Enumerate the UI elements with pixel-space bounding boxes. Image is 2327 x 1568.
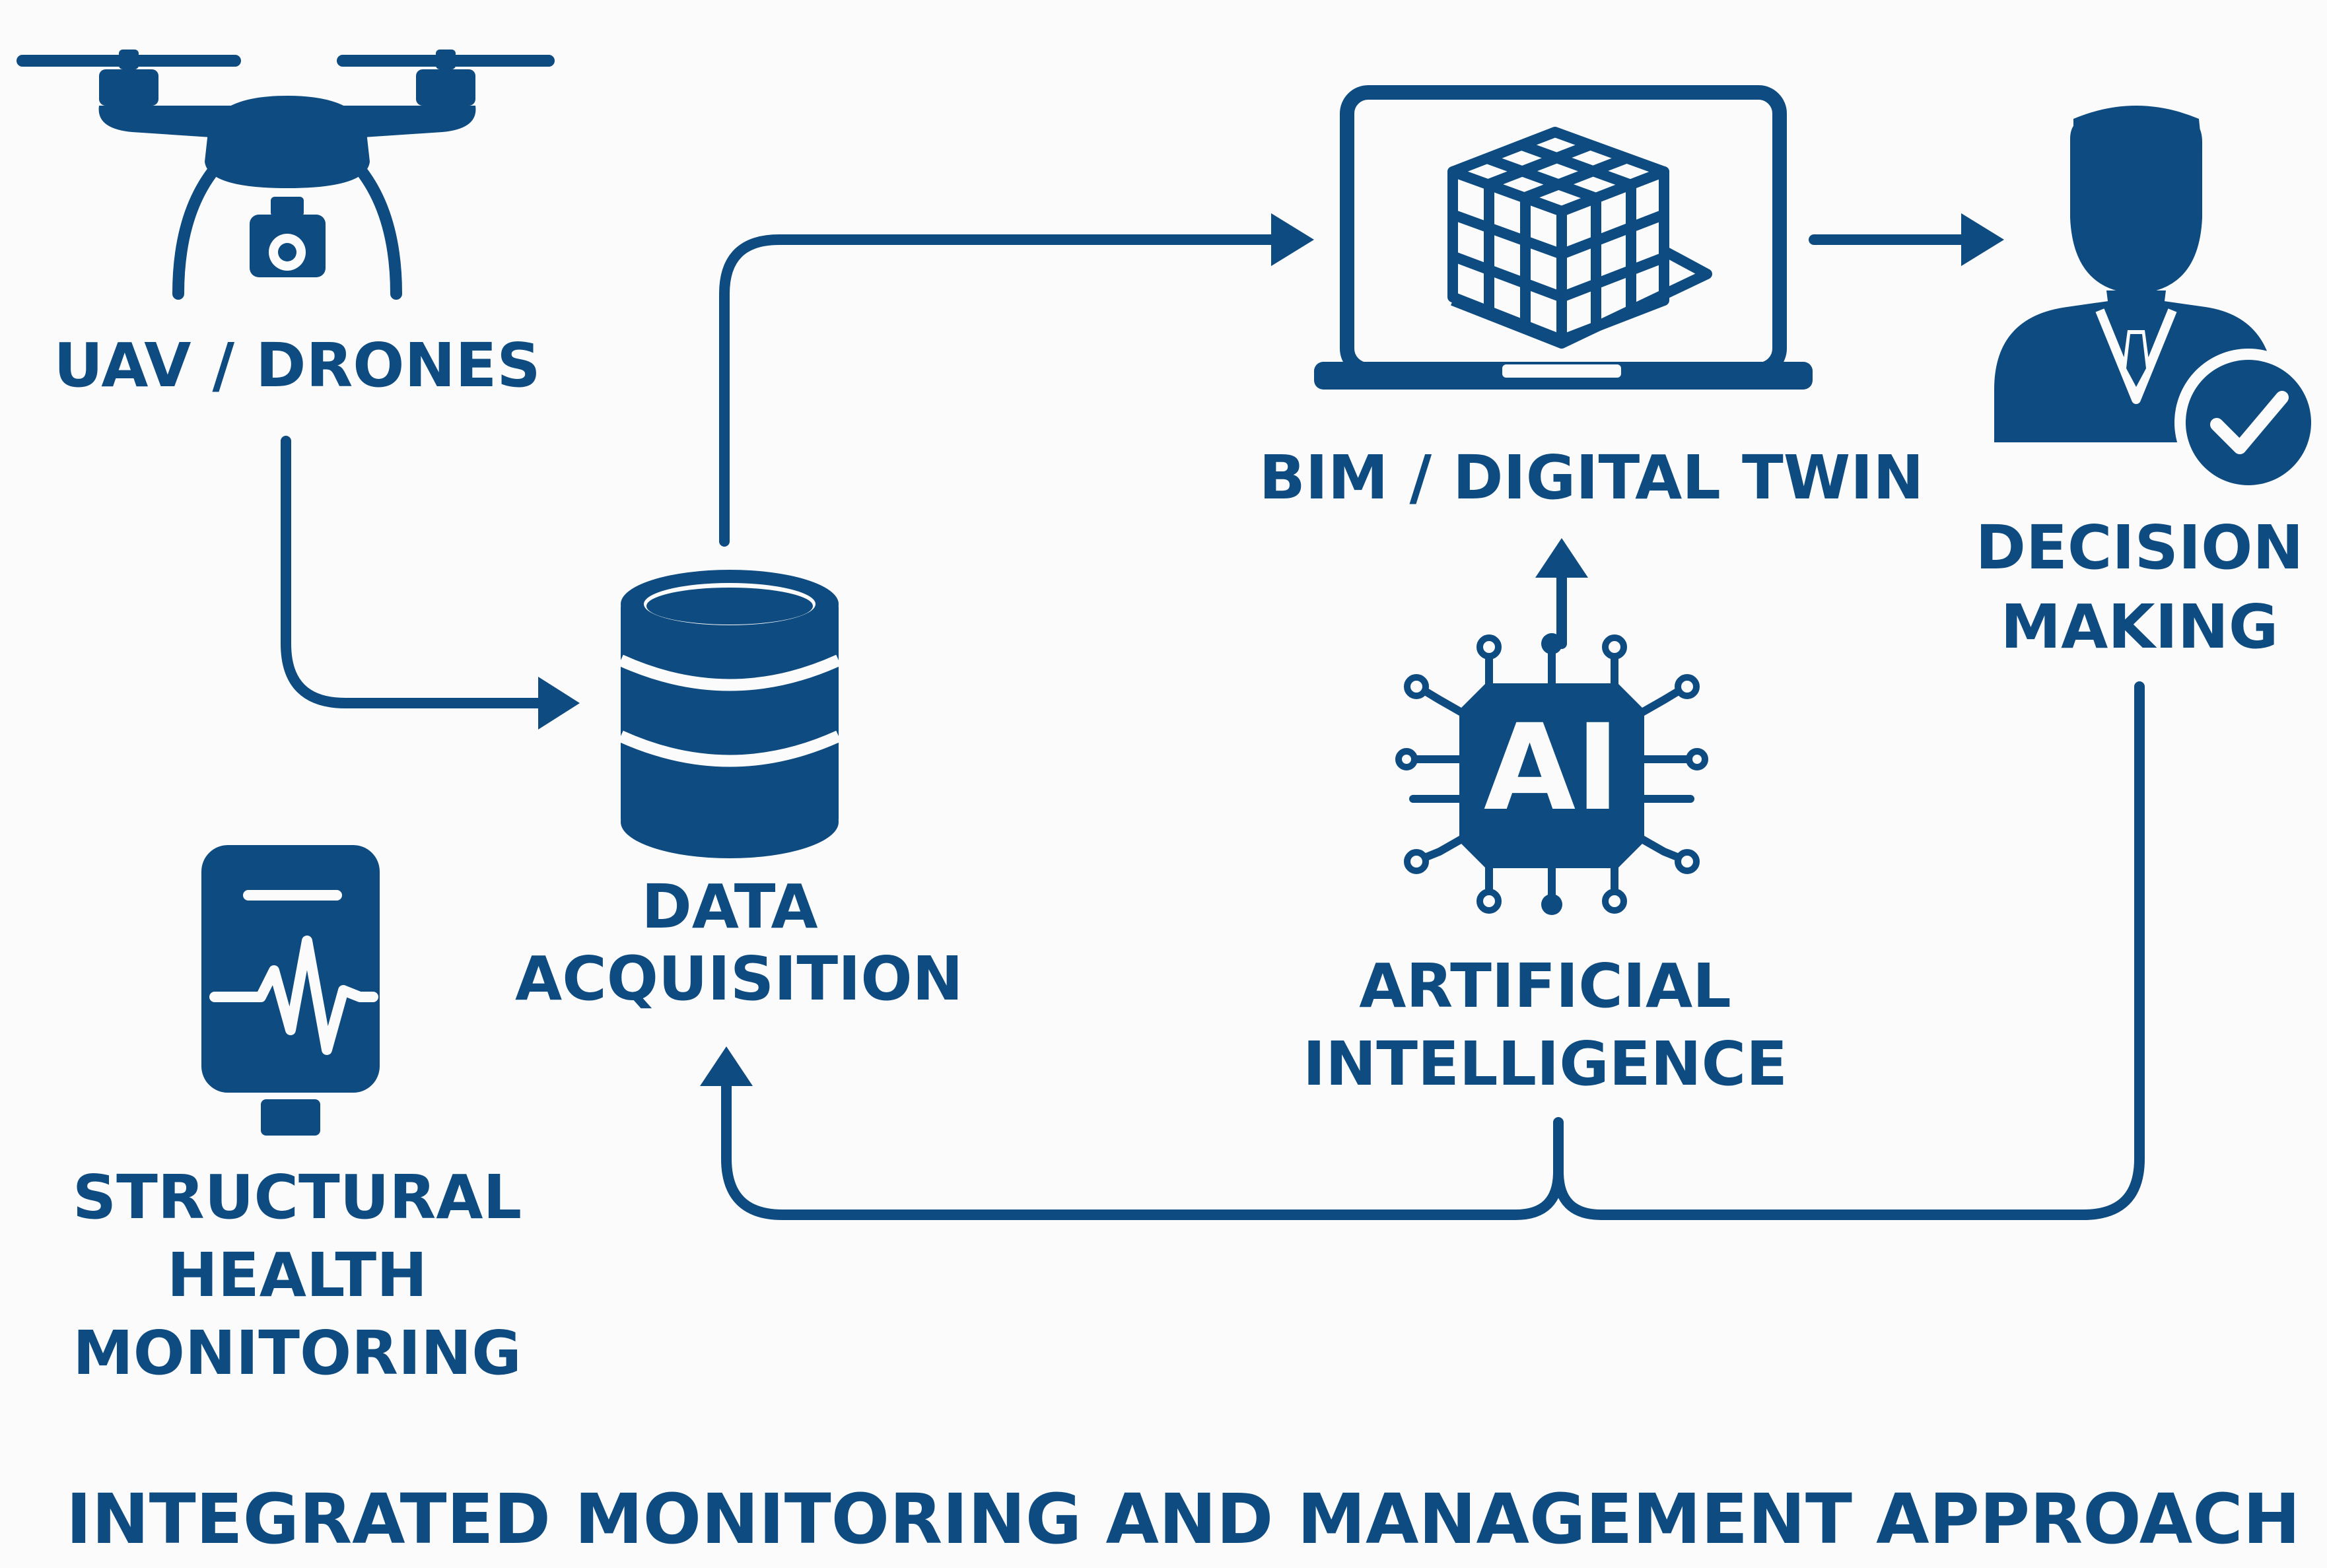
uav-drones-label-text: UAV / DRONES [53, 330, 541, 401]
connector-uav-to-data [281, 436, 547, 708]
drone-icon [17, 50, 555, 300]
ai-chip-text: AI [1484, 699, 1620, 837]
connector-decision-feedback [721, 681, 2145, 1220]
database-icon [618, 570, 841, 858]
arrowhead-uav-to-data [538, 677, 580, 730]
arrowhead-feedback-to-data [700, 1046, 753, 1086]
artificial-intelligence-label: ARTIFICIAL INTELLIGENCE [1294, 947, 1796, 1103]
sensor-heartbeat-icon [201, 845, 380, 1136]
ai-chip-icon: AI [1395, 633, 1708, 915]
data-acquisition-label: DATA ACQUISITION [515, 871, 963, 1015]
connector-data-to-bim [719, 234, 1280, 547]
ai-label-line2: INTELLIGENCE [1302, 1028, 1788, 1099]
businessman-check-icon [1994, 106, 2322, 496]
bim-label-text: BIM / DIGITAL TWIN [1259, 442, 1924, 513]
page-title: INTEGRATED MONITORING AND MANAGEMENT APP… [66, 1479, 2301, 1559]
decision-label-line1: DECISION [1975, 512, 2304, 583]
arrowhead-bim-to-decision [1961, 213, 2004, 266]
shm-label-line2: HEALTH [166, 1239, 428, 1311]
decision-label-line2: MAKING [2000, 591, 2279, 662]
arrowhead-ai-to-bim [1535, 538, 1588, 578]
decision-making-label: DECISION MAKING [1955, 508, 2324, 666]
arrowhead-data-to-bim [1271, 213, 1314, 266]
structural-health-monitoring-label: STRUCTURAL HEALTH MONITORING [59, 1159, 535, 1392]
data-acquisition-label-line2: ACQUISITION [515, 943, 963, 1014]
laptop-cube-icon [1314, 85, 1813, 390]
bim-digital-twin-label: BIM / DIGITAL TWIN [1241, 442, 1941, 514]
shm-label-line1: STRUCTURAL [72, 1162, 522, 1233]
ai-label-line1: ARTIFICIAL [1359, 951, 1731, 1021]
shm-label-line3: MONITORING [73, 1317, 522, 1388]
uav-drones-label: UAV / DRONES [53, 330, 541, 402]
data-acquisition-label-line1: DATA [641, 871, 818, 942]
